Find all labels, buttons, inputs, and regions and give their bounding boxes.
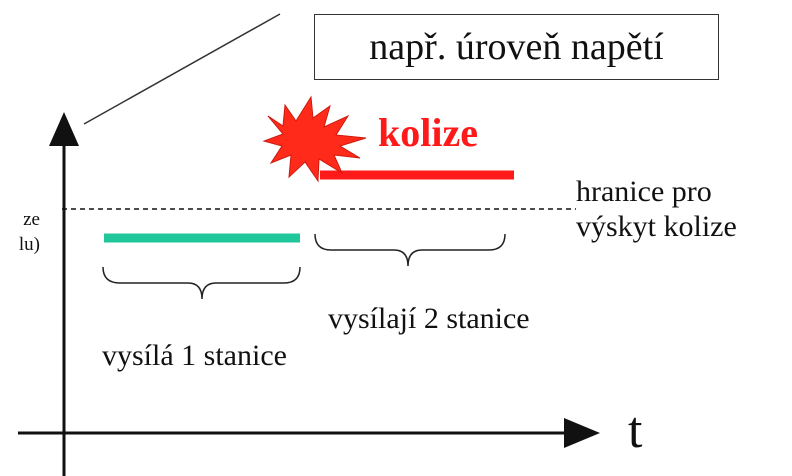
x-axis-label: t <box>628 402 643 459</box>
one-station-label: vysílá 1 stanice <box>102 339 287 372</box>
clipped-y-axis-label: ze lu) <box>0 208 40 257</box>
callout-text: např. úroveň napětí <box>369 26 664 68</box>
brace-one-station <box>102 266 301 300</box>
collision-burst <box>262 95 367 183</box>
threshold-label-line1: hranice pro <box>576 175 712 208</box>
callout-leader-line <box>83 13 281 125</box>
two-stations-label: vysílají 2 stanice <box>328 302 530 335</box>
clipped-label-line2: lu) <box>18 233 40 255</box>
x-axis-arrowhead <box>564 418 600 448</box>
voltage-level-callout: např. úroveň napětí <box>314 14 719 80</box>
brace-two-stations <box>314 233 506 267</box>
clipped-label-line1: ze <box>23 209 40 230</box>
threshold-label-line2: výskyt kolize <box>576 210 737 244</box>
y-axis-arrowhead <box>49 112 79 146</box>
threshold-label: hranice pro výskyt kolize <box>576 174 737 244</box>
collision-label: kolize <box>378 110 478 155</box>
